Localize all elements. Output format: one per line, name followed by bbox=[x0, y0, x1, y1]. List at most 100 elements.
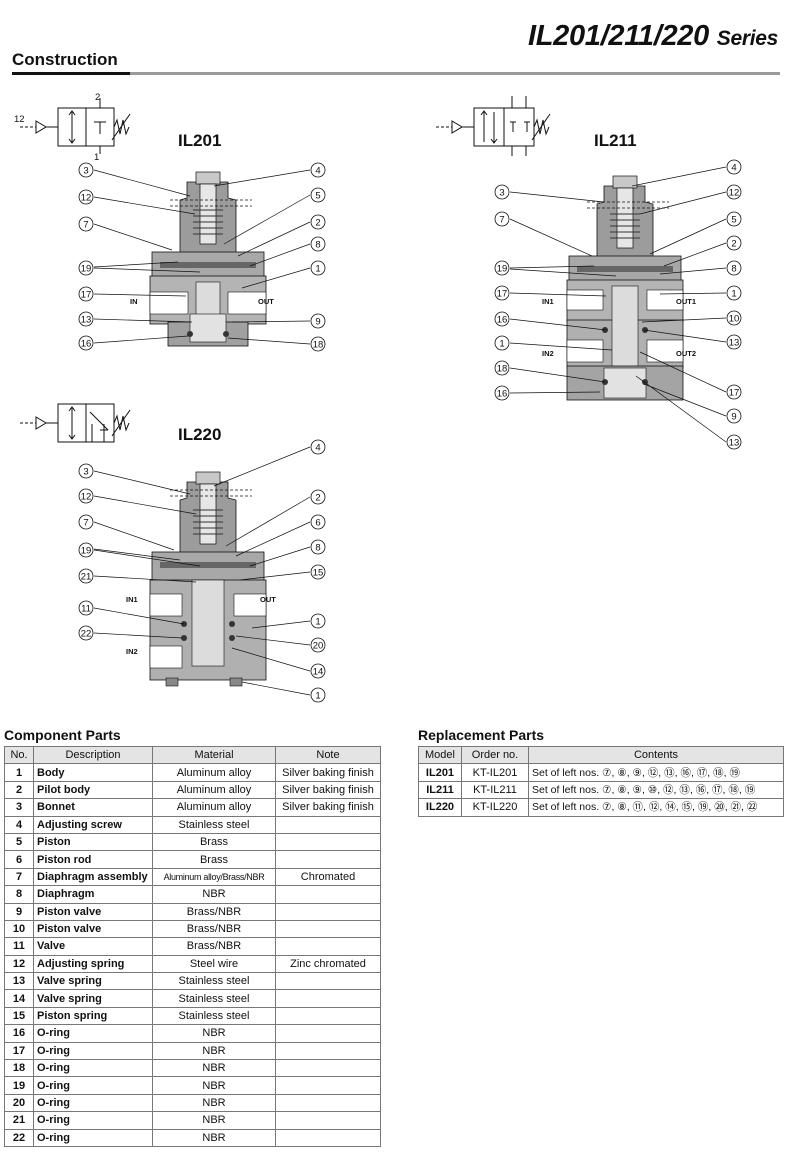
table-cell-note bbox=[275, 1024, 381, 1043]
table-cell-note: Silver baking finish bbox=[275, 798, 381, 817]
table-cell-note: Silver baking finish bbox=[275, 763, 381, 782]
svg-text:19: 19 bbox=[81, 264, 92, 275]
svg-text:18: 18 bbox=[497, 364, 508, 375]
table-cell-mat: Brass bbox=[152, 832, 276, 852]
table-cell-mat: NBR bbox=[152, 1041, 276, 1061]
svg-text:7: 7 bbox=[83, 220, 88, 231]
table-cell-mat: NBR bbox=[152, 1093, 276, 1113]
il211-symbol bbox=[436, 96, 551, 156]
table-cell-desc: Bonnet bbox=[33, 798, 153, 817]
svg-text:2: 2 bbox=[315, 218, 320, 229]
port-out-label: OUT bbox=[260, 595, 276, 604]
svg-text:1: 1 bbox=[315, 264, 320, 275]
table-cell-mat: NBR bbox=[152, 1111, 276, 1130]
table-cell-no: 16 bbox=[4, 1024, 34, 1043]
svg-text:2: 2 bbox=[731, 239, 736, 250]
il220-drawing: IN1 OUT IN2 bbox=[126, 471, 276, 687]
port-out1-label: OUT1 bbox=[676, 297, 696, 306]
table-cell-model: IL211 bbox=[418, 780, 462, 800]
svg-text:13: 13 bbox=[729, 338, 740, 349]
table-cell-note: Silver baking finish bbox=[275, 780, 381, 800]
table-cell-note bbox=[275, 972, 381, 991]
table-cell-desc: O-ring bbox=[33, 1059, 153, 1078]
svg-text:17: 17 bbox=[497, 289, 508, 300]
table-cell-note bbox=[275, 1111, 381, 1130]
il211-right-callouts: 4 12 5 2 8 1 10 13 17 9 13 bbox=[726, 159, 742, 450]
table-cell-mat: Stainless steel bbox=[152, 815, 276, 834]
sym-port-1: 1 bbox=[94, 152, 99, 163]
table-cell-note bbox=[275, 919, 381, 939]
svg-text:5: 5 bbox=[315, 191, 320, 202]
svg-text:1: 1 bbox=[731, 289, 736, 300]
table-cell-no: 11 bbox=[4, 937, 34, 956]
svg-text:19: 19 bbox=[497, 264, 508, 275]
svg-text:4: 4 bbox=[731, 163, 736, 174]
port-out2-label: OUT2 bbox=[676, 349, 696, 358]
table-cell-note bbox=[275, 1041, 381, 1061]
il211-left-callouts: 3 7 19 17 16 1 18 16 bbox=[494, 184, 510, 401]
il220-right-callouts: 4 2 6 8 15 1 20 14 1 bbox=[310, 439, 326, 703]
table-cell-no: 21 bbox=[4, 1111, 34, 1130]
table-cell-no: 1 bbox=[4, 763, 34, 782]
table-cell-desc: Piston valve bbox=[33, 919, 153, 939]
table-cell-no: 20 bbox=[4, 1093, 34, 1113]
table-cell-mat: Aluminum alloy bbox=[152, 763, 276, 782]
svg-text:12: 12 bbox=[81, 492, 92, 503]
svg-text:3: 3 bbox=[499, 188, 504, 199]
svg-text:10: 10 bbox=[729, 314, 740, 325]
table-cell-note: Chromated bbox=[275, 867, 381, 887]
table-cell-mat: NBR bbox=[152, 1059, 276, 1078]
svg-text:13: 13 bbox=[729, 438, 740, 449]
table-cell-desc: Piston bbox=[33, 832, 153, 852]
section-title: Construction bbox=[12, 50, 118, 69]
table-cell-mat: NBR bbox=[152, 1076, 276, 1095]
table-cell-no: 13 bbox=[4, 972, 34, 991]
table-cell-desc: Valve spring bbox=[33, 989, 153, 1008]
port-in2-label: IN2 bbox=[542, 349, 554, 358]
table-cell-mat: Aluminum alloy/Brass/NBR bbox=[152, 867, 276, 887]
table-cell-model: IL220 bbox=[418, 798, 462, 817]
svg-text:8: 8 bbox=[731, 264, 736, 275]
table-cell-desc: O-ring bbox=[33, 1111, 153, 1130]
table-cell-mat: Steel wire bbox=[152, 954, 276, 974]
table-cell-no: 18 bbox=[4, 1059, 34, 1078]
svg-text:19: 19 bbox=[81, 546, 92, 557]
svg-text:7: 7 bbox=[83, 518, 88, 529]
series-title: IL201/211/220 Series bbox=[527, 20, 778, 52]
col-note: Note bbox=[275, 745, 381, 765]
table-cell-mat: NBR bbox=[152, 1128, 276, 1147]
table-cell-desc: Valve bbox=[33, 937, 153, 956]
table-cell-no: 6 bbox=[4, 850, 34, 869]
table-cell-desc: O-ring bbox=[33, 1128, 153, 1147]
table-cell-mat: Brass bbox=[152, 850, 276, 869]
port-in1-label: IN1 bbox=[542, 297, 554, 306]
table-cell-desc: O-ring bbox=[33, 1041, 153, 1061]
table-cell-desc: Body bbox=[33, 763, 153, 782]
svg-text:4: 4 bbox=[315, 443, 320, 454]
svg-text:11: 11 bbox=[81, 604, 91, 615]
table-cell-desc: Diaphragm bbox=[33, 885, 153, 904]
table-cell-mat: Aluminum alloy bbox=[152, 780, 276, 800]
table-cell-mat: Brass/NBR bbox=[152, 919, 276, 939]
table-cell-no: 10 bbox=[4, 919, 34, 939]
port-in2-label: IN2 bbox=[126, 647, 138, 656]
svg-text:12: 12 bbox=[81, 193, 92, 204]
table-cell-mat: Stainless steel bbox=[152, 1006, 276, 1026]
table-cell-no: 8 bbox=[4, 885, 34, 904]
table-cell-note bbox=[275, 885, 381, 904]
